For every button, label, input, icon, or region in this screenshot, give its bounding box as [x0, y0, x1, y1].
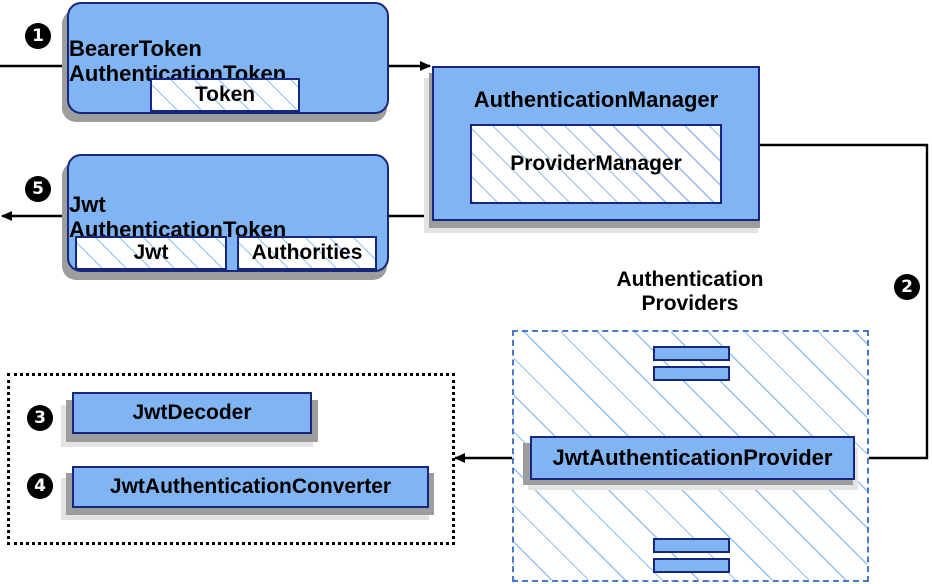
jwt-authentication-converter-node[interactable]: JwtAuthenticationConverter [72, 466, 429, 508]
provider-manager-box[interactable]: ProviderManager [470, 124, 722, 204]
provider-manager-label: ProviderManager [510, 152, 682, 175]
step-badge-4-number: 4 [34, 475, 46, 496]
jwt-authentication-token-label-line1: Jwt [69, 192, 106, 218]
step-badge-2-number: 2 [901, 276, 913, 297]
authentication-providers-title: Authentication Providers [562, 268, 818, 316]
step-badge-3-number: 3 [34, 407, 46, 428]
provider-bar-bottom-2 [653, 558, 730, 573]
token-box[interactable]: Token [150, 78, 300, 112]
token-label: Token [194, 83, 256, 106]
step-badge-1-number: 1 [32, 25, 44, 46]
jwt-authentication-provider-label: JwtAuthenticationProvider [552, 444, 833, 470]
authorities-box[interactable]: Authorities [237, 236, 377, 270]
step-badge-4: 4 [27, 473, 53, 499]
jwt-decoder-label: JwtDecoder [132, 401, 252, 425]
provider-bar-top-1 [653, 346, 730, 361]
bearer-token-label-line1: BearerToken [69, 36, 202, 62]
step-badge-5-number: 5 [32, 178, 44, 199]
authorities-label: Authorities [251, 241, 363, 264]
jwt-box[interactable]: Jwt [75, 236, 227, 270]
jwt-decoder-node[interactable]: JwtDecoder [72, 392, 312, 434]
jwt-authentication-provider-node[interactable]: JwtAuthenticationProvider [530, 436, 855, 480]
step-badge-1: 1 [25, 23, 51, 49]
step-badge-3: 3 [27, 405, 53, 431]
authentication-providers-title-line2: Providers [641, 291, 739, 315]
jwt-authentication-converter-label: JwtAuthenticationConverter [109, 475, 392, 499]
step-badge-5: 5 [25, 176, 51, 202]
step-badge-2: 2 [894, 274, 920, 300]
jwt-label: Jwt [133, 241, 169, 264]
provider-bar-bottom-1 [653, 538, 730, 553]
authentication-manager-label: AuthenticationManager [473, 87, 719, 112]
provider-bar-top-2 [653, 366, 730, 381]
authentication-providers-title-line1: Authentication [616, 268, 764, 291]
